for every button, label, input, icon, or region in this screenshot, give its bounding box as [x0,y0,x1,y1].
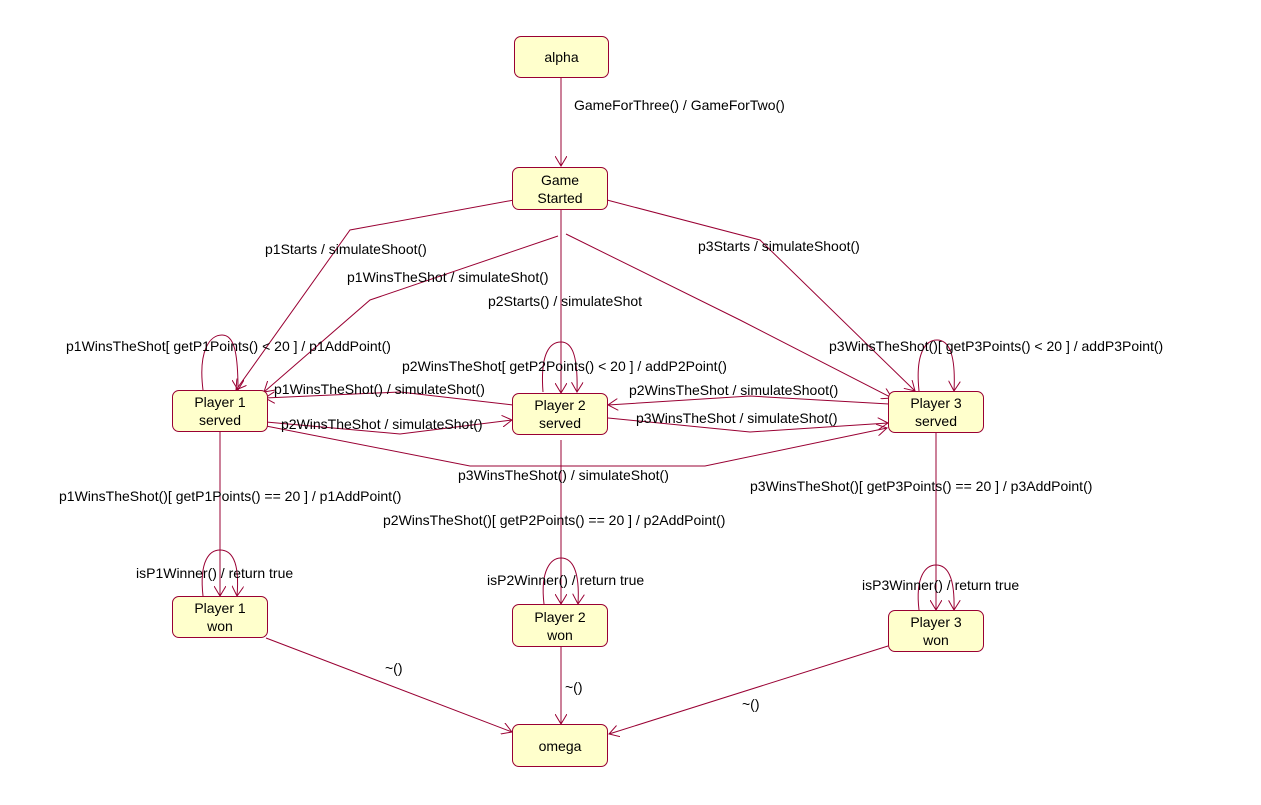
edge-p2-to-p3 [607,418,888,433]
state-omega[interactable]: omega [512,724,608,767]
edge-p1-to-p2 [265,420,512,435]
state-player3-served-line2: served [914,413,958,429]
label-p2-to-p3: p3WinsTheShot / simulateShot() [636,410,838,426]
state-player2-served[interactable]: Player 2 served [512,393,608,435]
label-p2-starts: p2Starts() / simulateShot [488,293,643,309]
label-p3-starts: p3Starts / simulateShoot() [698,238,860,254]
state-player1-served[interactable]: Player 1 served [172,390,268,432]
state-game-started-line2: Started [537,189,583,206]
label-p2-self: p2WinsTheShot[ getP2Points() < 20 ] / ad… [402,358,727,374]
label-p2-wins: p2WinsTheShot()[ getP2Points() == 20 ] /… [383,512,726,528]
state-alpha[interactable]: alpha [514,36,609,78]
edge-p3-to-p2 [608,395,890,405]
state-omega-label: omega [538,737,582,754]
state-player2-won-line1: Player 2 [534,608,586,625]
loop-p3-served [917,339,954,391]
state-player2-served-line1: Player 2 [534,397,586,413]
label-p1-to-p2: p2WinsTheShot / simulateShot() [281,416,483,432]
label-p2-to-p1: p1WinsTheShot() / simulateShot() [274,381,485,397]
state-player2-won-line2: won [547,626,573,643]
label-p1-starts: p1Starts / simulateShoot() [265,241,427,257]
state-player3-won-line2: won [923,632,949,648]
label-alpha-to-game: GameForThree() / GameForTwo() [574,97,785,113]
state-player1-served-line1: Player 1 [194,394,246,410]
label-p3-self: p3WinsTheShot()[ getP3Points() < 20 ] / … [829,338,1164,354]
loop-p2-won [542,557,578,604]
state-player1-won[interactable]: Player 1 won [172,596,268,638]
label-p1-to-p3: p3WinsTheShot() / simulateShot() [458,467,669,483]
label-p3-won-to-omega: ~() [742,696,760,712]
label-p3-wins: p3WinsTheShot()[ getP3Points() == 20 ] /… [750,478,1093,494]
label-p1-wins-shot-game: p1WinsTheShot / simulateShot() [347,269,549,285]
edge-game-to-p1-served-p1wins [264,235,559,392]
label-p1-winner-self: isP1Winner() / return true [136,565,294,581]
state-player3-served[interactable]: Player 3 served [888,391,984,433]
loop-p2-served [541,341,577,392]
edge-p2-to-p1 [265,391,514,406]
label-p3-to-p2: p2WinsTheShot / simulateShoot() [629,382,839,398]
loop-p1-won [201,549,237,596]
state-game-started-line1: Game [540,171,580,188]
loop-p1-served [201,334,238,390]
loop-p3-won [917,564,954,610]
edge-p1-to-p3 [265,426,887,467]
edge-p3-won-to-omega [609,645,889,734]
edge-game-to-p3-served-p3starts [606,199,915,391]
state-alpha-label: alpha [544,49,579,65]
label-p1-wins: p1WinsTheShot()[ getP1Points() == 20 ] /… [59,488,402,504]
state-player2-won[interactable]: Player 2 won [512,604,608,647]
state-player1-won-line2: won [207,618,233,634]
edge-game-to-p1-served-p1starts [236,199,515,390]
label-p1-self: p1WinsTheShot[ getP1Points() < 20 ] / p1… [66,338,391,354]
state-player3-won-line1: Player 3 [910,614,962,630]
state-player2-served-line2: served [538,415,582,431]
label-p3-winner-self: isP3Winner() / return true [862,577,1020,593]
state-player1-served-line2: served [198,412,242,428]
label-p2-won-to-omega: ~() [565,679,583,695]
state-player3-served-line1: Player 3 [910,395,962,411]
edge-p1-won-to-omega [265,637,512,732]
state-player3-won[interactable]: Player 3 won [888,610,984,652]
state-player1-won-line1: Player 1 [194,600,246,616]
label-p2-winner-self: isP2Winner() / return true [487,572,645,588]
state-game-started[interactable]: Game Started [512,167,608,210]
edge-game-to-p3-served-second [565,233,892,398]
label-p1-won-to-omega: ~() [385,660,403,676]
